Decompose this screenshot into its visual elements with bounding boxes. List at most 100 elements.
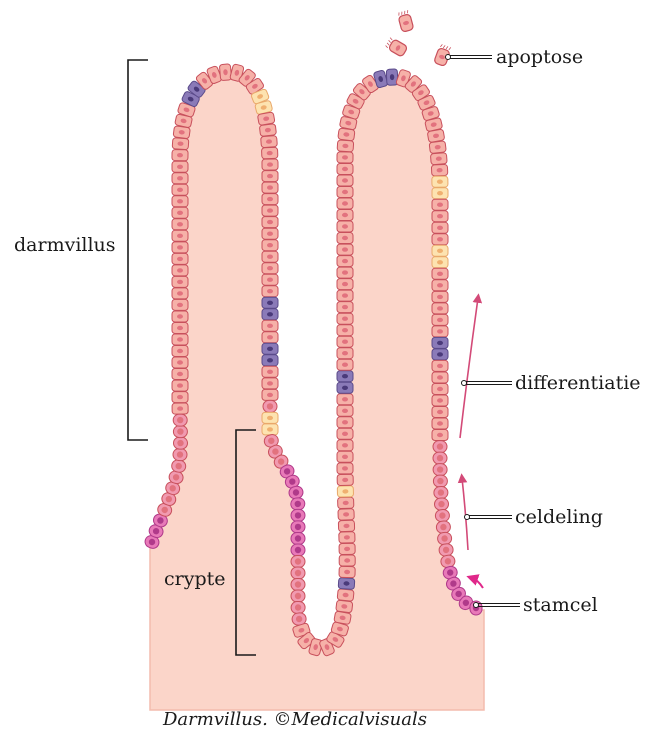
- enterocyte: [432, 268, 448, 279]
- enterocyte: [262, 263, 278, 274]
- enterocyte: [431, 164, 447, 176]
- enterocyte: [172, 288, 188, 299]
- enterocyte: [432, 326, 448, 337]
- enterocyte: [337, 210, 353, 221]
- stem-cell: [291, 509, 305, 521]
- enterocyte: [172, 184, 188, 195]
- stem-cell: [291, 544, 305, 556]
- enterocyte: [337, 267, 353, 278]
- leader-lines: [446, 55, 521, 608]
- celdeling-arrow: [462, 478, 468, 550]
- crypt-cell: [263, 400, 277, 412]
- enterocyte: [337, 140, 354, 152]
- label-stamcel: stamcel: [523, 594, 598, 616]
- enterocyte: [172, 253, 188, 264]
- enterocyte: [172, 265, 188, 276]
- crypt-cell: [433, 452, 447, 464]
- enteroendocrine-cell: [432, 245, 448, 256]
- enterocyte: [337, 152, 353, 163]
- enterocyte: [339, 555, 355, 566]
- enterocyte: [337, 428, 353, 439]
- enterocyte: [432, 384, 448, 395]
- enteroendocrine-cell: [337, 486, 353, 497]
- enterocyte: [172, 219, 188, 230]
- stem-cell: [290, 497, 305, 510]
- enteroendocrine-cell: [262, 412, 278, 423]
- enterocyte: [172, 299, 188, 310]
- enterocyte: [172, 138, 189, 150]
- crypt-cell: [436, 520, 451, 533]
- enterocyte: [262, 286, 278, 297]
- enterocyte: [432, 291, 448, 302]
- enterocyte: [337, 325, 353, 336]
- enterocyte: [262, 217, 278, 228]
- enteroendocrine-cell: [262, 424, 278, 435]
- enterocyte: [338, 497, 354, 508]
- enterocyte: [262, 366, 278, 377]
- crypt-cell: [173, 414, 187, 426]
- enterocyte: [172, 207, 188, 218]
- enterocyte: [432, 430, 448, 441]
- enterocyte: [432, 234, 448, 245]
- enterocyte: [432, 418, 448, 429]
- enterocyte: [432, 222, 448, 233]
- enterocyte: [172, 276, 188, 287]
- enterocyte: [172, 346, 188, 357]
- enterocyte: [337, 187, 353, 198]
- crypt-cell: [433, 441, 447, 453]
- enterocyte: [432, 372, 448, 383]
- enterocyte: [337, 256, 353, 267]
- enterocyte: [172, 403, 188, 414]
- enterocyte: [337, 233, 353, 244]
- enterocyte: [337, 175, 353, 186]
- enterocyte: [172, 242, 188, 253]
- crypt-cell: [434, 486, 449, 499]
- enteroendocrine-cell: [432, 257, 448, 268]
- enterocyte: [337, 290, 353, 301]
- enterocyte: [337, 405, 353, 416]
- goblet-cell: [432, 349, 448, 360]
- enterocyte: [262, 228, 278, 239]
- differentiatie-arrow: [460, 298, 478, 438]
- enterocyte: [432, 314, 448, 325]
- goblet-cell: [337, 382, 353, 393]
- enterocyte: [337, 589, 354, 602]
- goblet-cell: [262, 355, 278, 366]
- crypt-cell: [433, 463, 447, 475]
- stem-cell: [291, 521, 305, 533]
- enterocyte: [172, 173, 188, 184]
- enterocyte: [429, 141, 446, 154]
- enterocyte: [432, 303, 448, 314]
- enterocyte: [432, 407, 448, 418]
- enterocyte: [172, 150, 188, 161]
- goblet-cell: [262, 297, 278, 308]
- enterocyte: [257, 112, 275, 126]
- goblet-cell: [338, 578, 355, 590]
- enterocyte: [172, 311, 188, 322]
- enterocyte: [337, 302, 353, 313]
- enterocyte: [172, 369, 188, 380]
- enterocyte: [432, 360, 448, 371]
- crypt-cell: [291, 590, 305, 602]
- enterocyte: [337, 463, 353, 474]
- enterocyte: [261, 136, 278, 148]
- crypt-cell: [173, 448, 188, 461]
- enterocyte: [337, 336, 353, 347]
- label-darmvillus: darmvillus: [14, 234, 116, 256]
- crypt-cell: [173, 426, 187, 438]
- enterocyte: [432, 395, 448, 406]
- enteroendocrine-cell: [432, 176, 448, 187]
- enterocyte: [336, 600, 353, 613]
- enterocyte: [430, 153, 447, 165]
- enterocyte: [262, 251, 278, 262]
- enterocyte: [337, 359, 353, 370]
- enterocyte: [339, 532, 355, 543]
- enterocyte: [172, 323, 188, 334]
- enterocyte: [339, 566, 355, 577]
- enterocyte: [172, 196, 188, 207]
- enterocyte: [337, 244, 353, 255]
- enterocyte: [337, 440, 353, 451]
- enterocyte: [262, 159, 278, 170]
- enteroendocrine-cell: [432, 188, 448, 199]
- enterocyte: [427, 129, 445, 143]
